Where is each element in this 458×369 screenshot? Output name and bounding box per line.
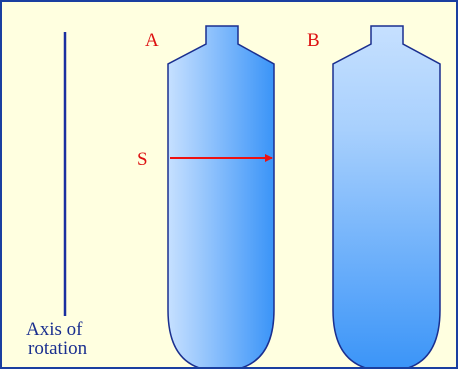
container-b — [332, 25, 441, 367]
axis-label-line1: Axis of — [26, 319, 83, 340]
label-container-a: A — [145, 30, 159, 51]
label-section-s: S — [137, 149, 148, 170]
label-container-b: B — [307, 30, 320, 51]
axis-label-line2: rotation — [28, 338, 88, 359]
container-a — [167, 25, 275, 367]
